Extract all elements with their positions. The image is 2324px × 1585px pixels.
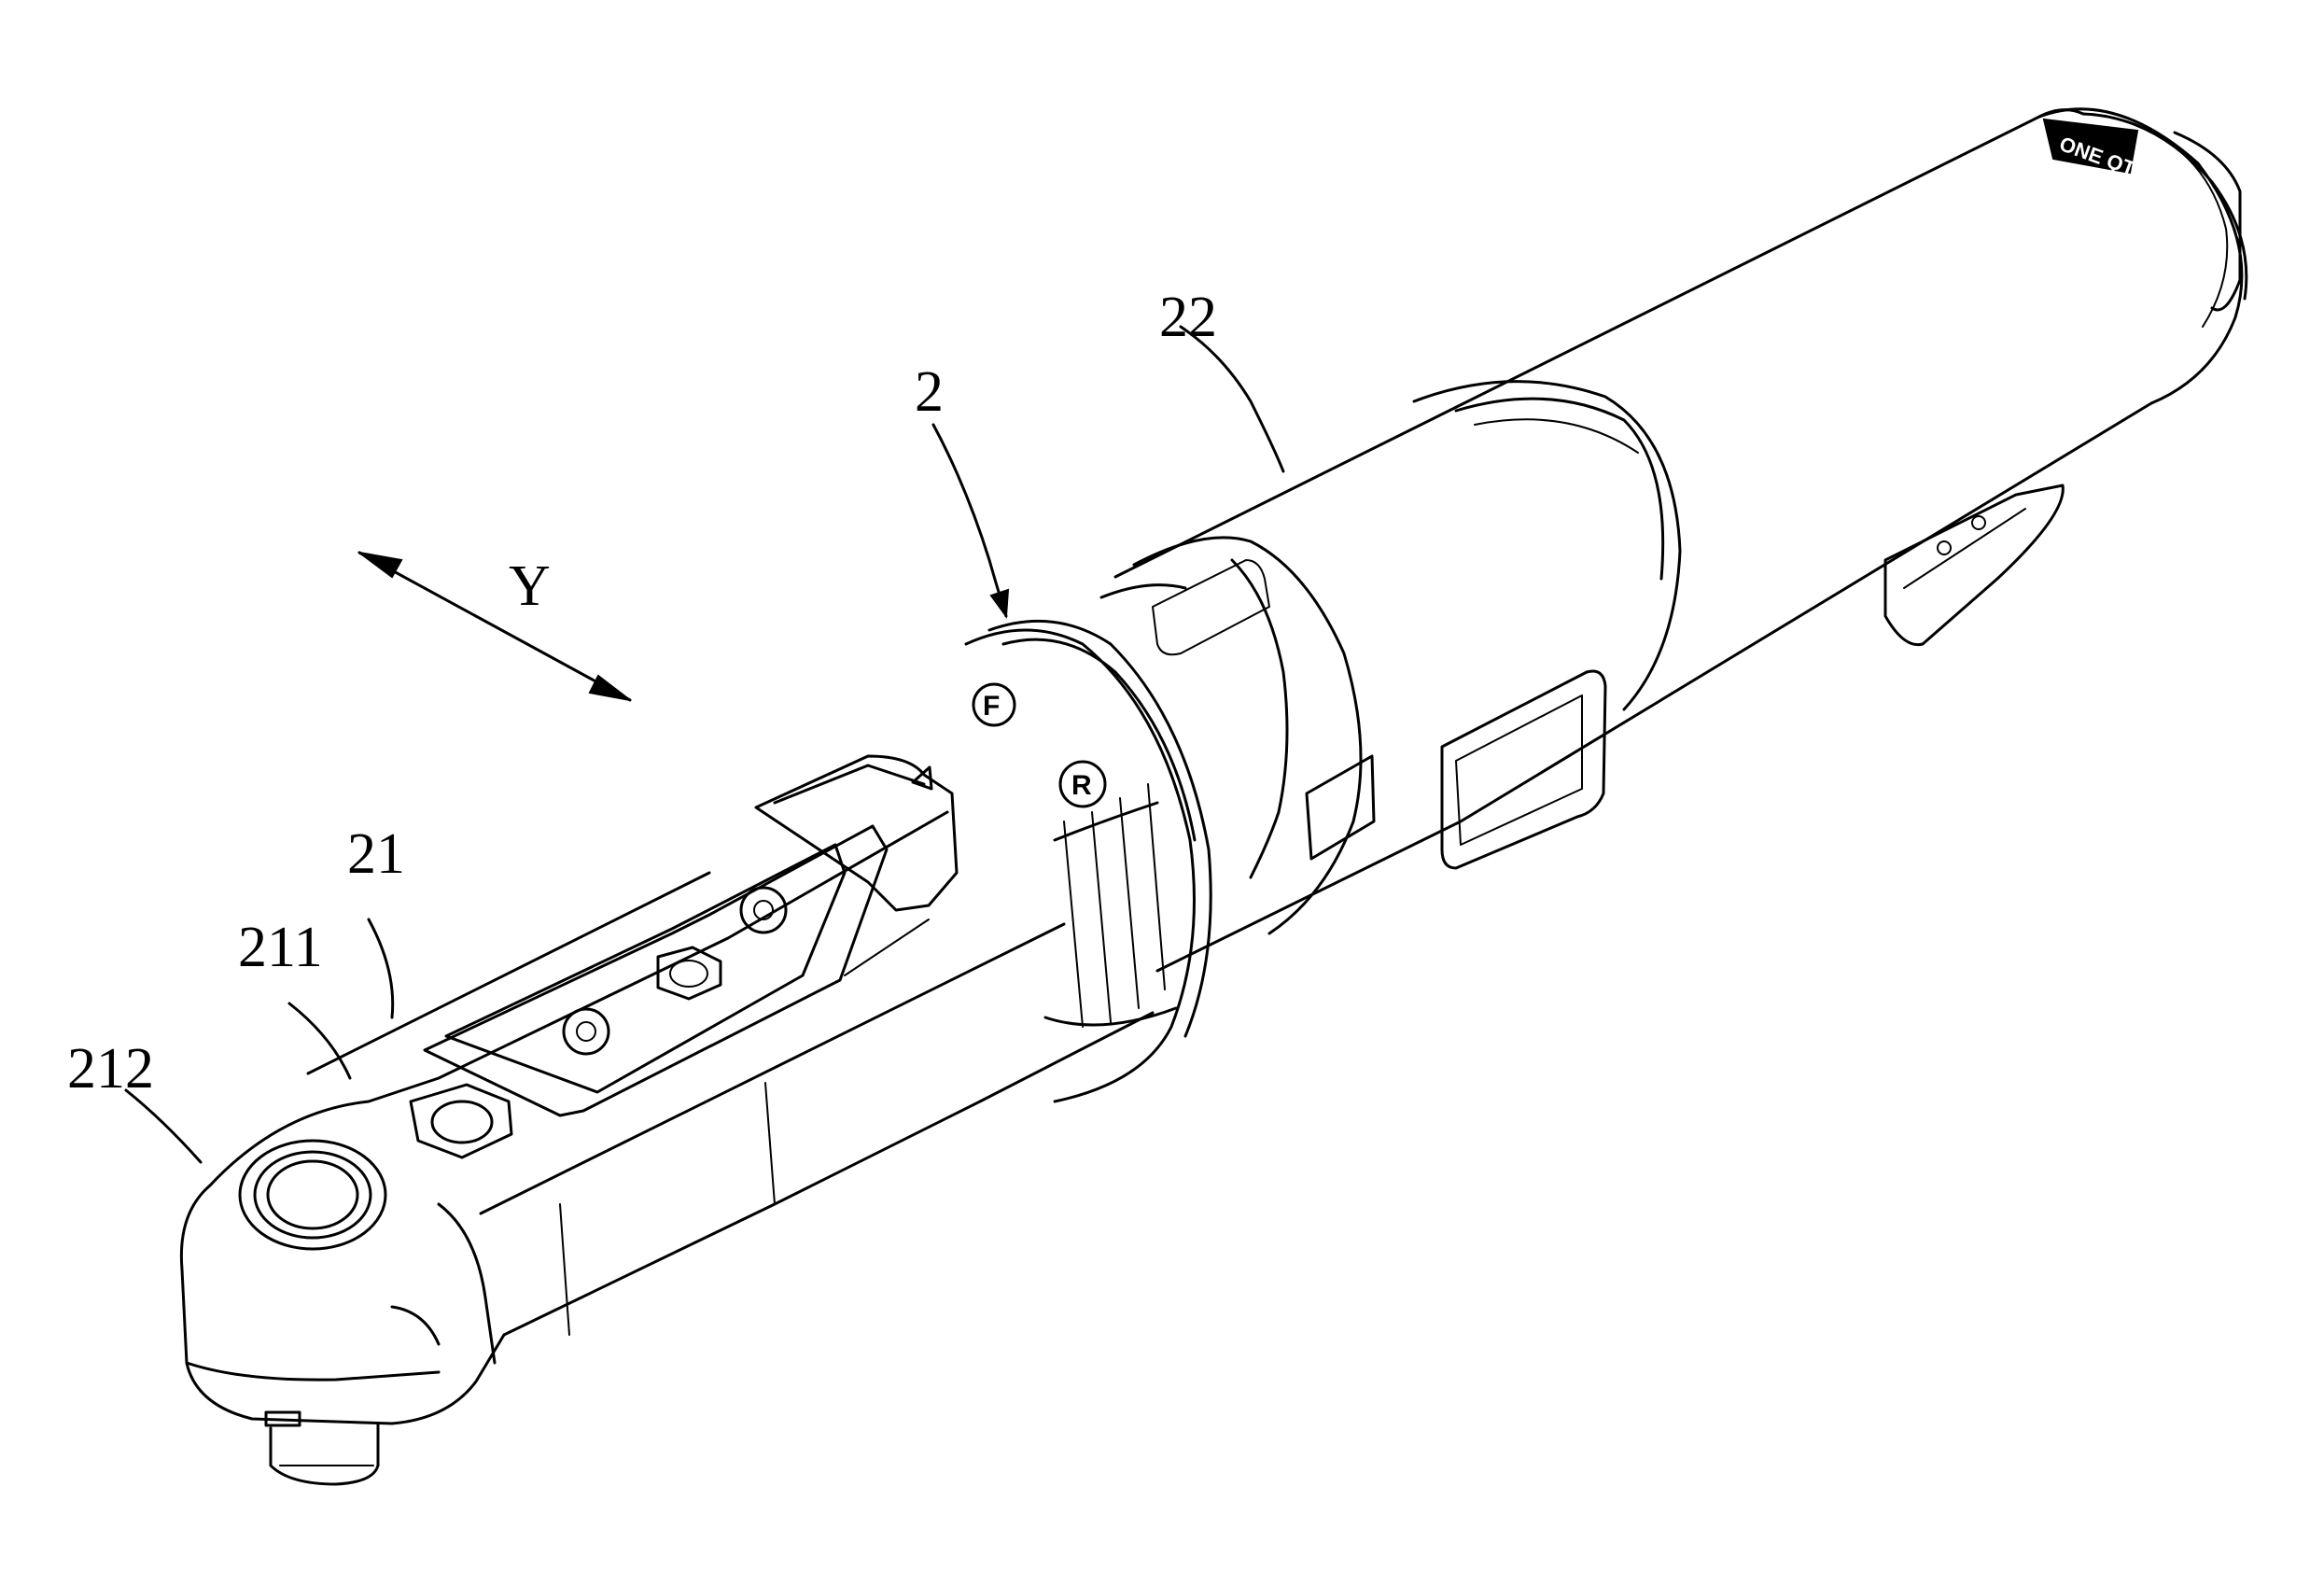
direction-label: Y: [509, 554, 551, 618]
label-head-housing: 21: [347, 822, 405, 886]
direction-ring: F R: [913, 621, 1211, 1101]
label-assembly: 2: [915, 360, 944, 424]
label-head-top: 211: [238, 916, 323, 979]
label-body-housing: 22: [1159, 286, 1217, 349]
forward-mark: F: [983, 691, 1000, 722]
head-housing: [181, 756, 1153, 1484]
direction-arrow: Y: [359, 553, 630, 700]
leader-lines: [126, 327, 1283, 1162]
label-head-end: 212: [67, 1037, 154, 1101]
motor-housing: ONE QT: [1101, 109, 2247, 971]
reverse-mark: R: [1071, 770, 1092, 801]
